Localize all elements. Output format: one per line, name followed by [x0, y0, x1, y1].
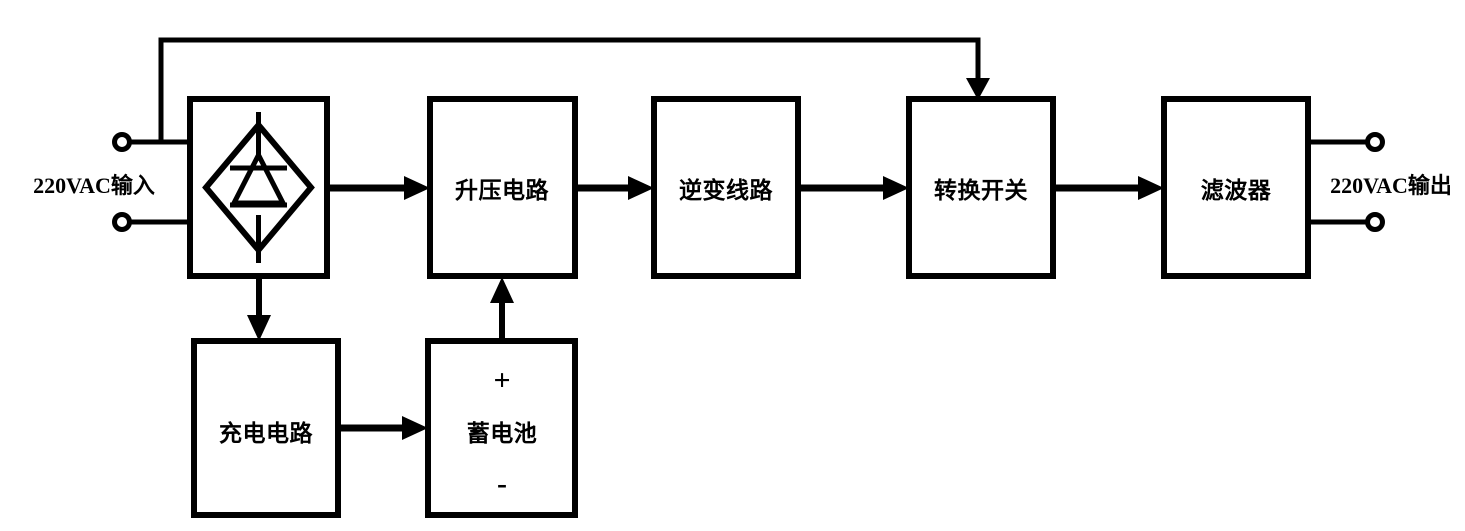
- block-transfer-switch[interactable]: [906, 96, 1056, 279]
- arrow-inverter-to-transfer-switch: [801, 176, 909, 200]
- block-label-filter: 滤波器: [1200, 178, 1272, 203]
- block-filter[interactable]: [1161, 96, 1311, 279]
- input-terminal-label: 220VAC输入: [33, 173, 155, 198]
- block-label-battery: 蓄电池: [466, 421, 538, 446]
- input-terminal-bottom-icon[interactable]: [112, 212, 132, 232]
- arrow-battery-to-boost: [490, 277, 514, 338]
- output-terminal-bottom-icon[interactable]: [1365, 212, 1385, 232]
- input-terminal-top-icon[interactable]: [112, 132, 132, 152]
- battery-positive-mark: +: [493, 364, 511, 397]
- arrow-rectifier-to-charger: [247, 279, 271, 341]
- bridge-rectifier-icon: [202, 112, 315, 263]
- arrow-boost-to-inverter: [578, 176, 654, 200]
- block-label-boost-circuit: 升压电路: [455, 178, 549, 203]
- block-label-charging-circuit: 充电电路: [219, 421, 313, 446]
- block-label-inverter-circuit: 逆变线路: [679, 178, 773, 203]
- arrow-charger-to-battery: [341, 416, 428, 440]
- bypass-line: [158, 37, 990, 142]
- output-terminal-label: 220VAC输出: [1330, 173, 1452, 198]
- block-boost-circuit[interactable]: [427, 96, 578, 279]
- bypass-arrowhead-icon: [966, 78, 990, 100]
- block-label-transfer-switch: 转换开关: [934, 178, 1028, 203]
- block-charging-circuit[interactable]: [191, 338, 341, 518]
- battery-negative-mark: -: [497, 467, 507, 500]
- ac-output-terminals: [1305, 132, 1385, 232]
- block-inverter-circuit[interactable]: [651, 96, 801, 279]
- arrow-rectifier-to-boost: [330, 176, 430, 200]
- block-battery[interactable]: [425, 338, 578, 518]
- output-terminal-top-icon[interactable]: [1365, 132, 1385, 152]
- arrow-transfer-switch-to-filter: [1056, 176, 1164, 200]
